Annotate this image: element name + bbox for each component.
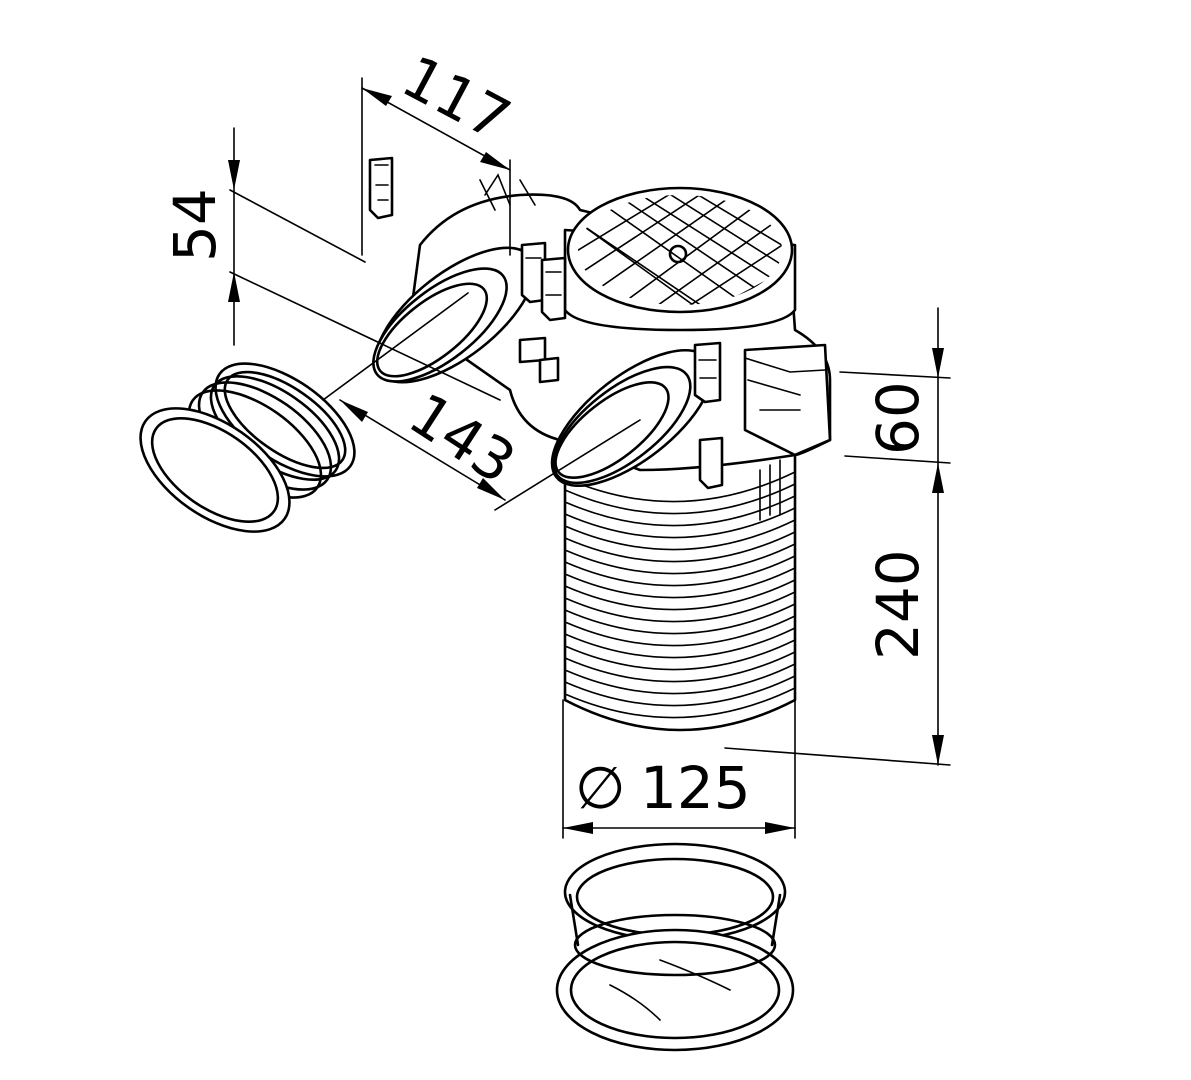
diameter-icon: ∅ [575,754,626,822]
tube-rib [564,627,796,659]
tube-rib [564,579,796,611]
tube-rib [564,507,796,539]
tube-ribs [564,471,796,719]
tube-rib [564,531,796,563]
tube-rib [564,519,796,551]
oval-outlet-lower [550,348,714,488]
tube-rib [564,639,796,671]
tube-rib [564,483,796,515]
tube-rib [564,651,796,683]
dim-60-label: 60 [864,381,932,455]
tube-rib [564,567,796,599]
tube-rib [564,495,796,527]
tube-rib [564,603,796,635]
side-outlet [743,343,832,457]
loose-oval-adaptor [139,362,356,533]
retaining-clips [368,156,724,490]
oval-outlet-upper [372,246,536,384]
tube-rib [564,543,796,575]
tube-rib [564,687,796,719]
bottom-rings [555,842,795,1052]
tube-rib [564,555,796,587]
dim-117-label: 117 [391,42,521,154]
tube-rib [564,471,796,503]
tube-rib [564,663,796,695]
dim-125-label: 125 [640,754,751,822]
tube-rib [564,675,796,707]
tube-rib [564,615,796,647]
dim-240-label: 240 [864,549,932,660]
corrugated-tube [563,453,797,732]
dimension-lines [228,77,951,839]
tube-rib [564,591,796,623]
dim-143-label: 143 [397,380,527,497]
dim-54-label: 54 [161,188,229,262]
